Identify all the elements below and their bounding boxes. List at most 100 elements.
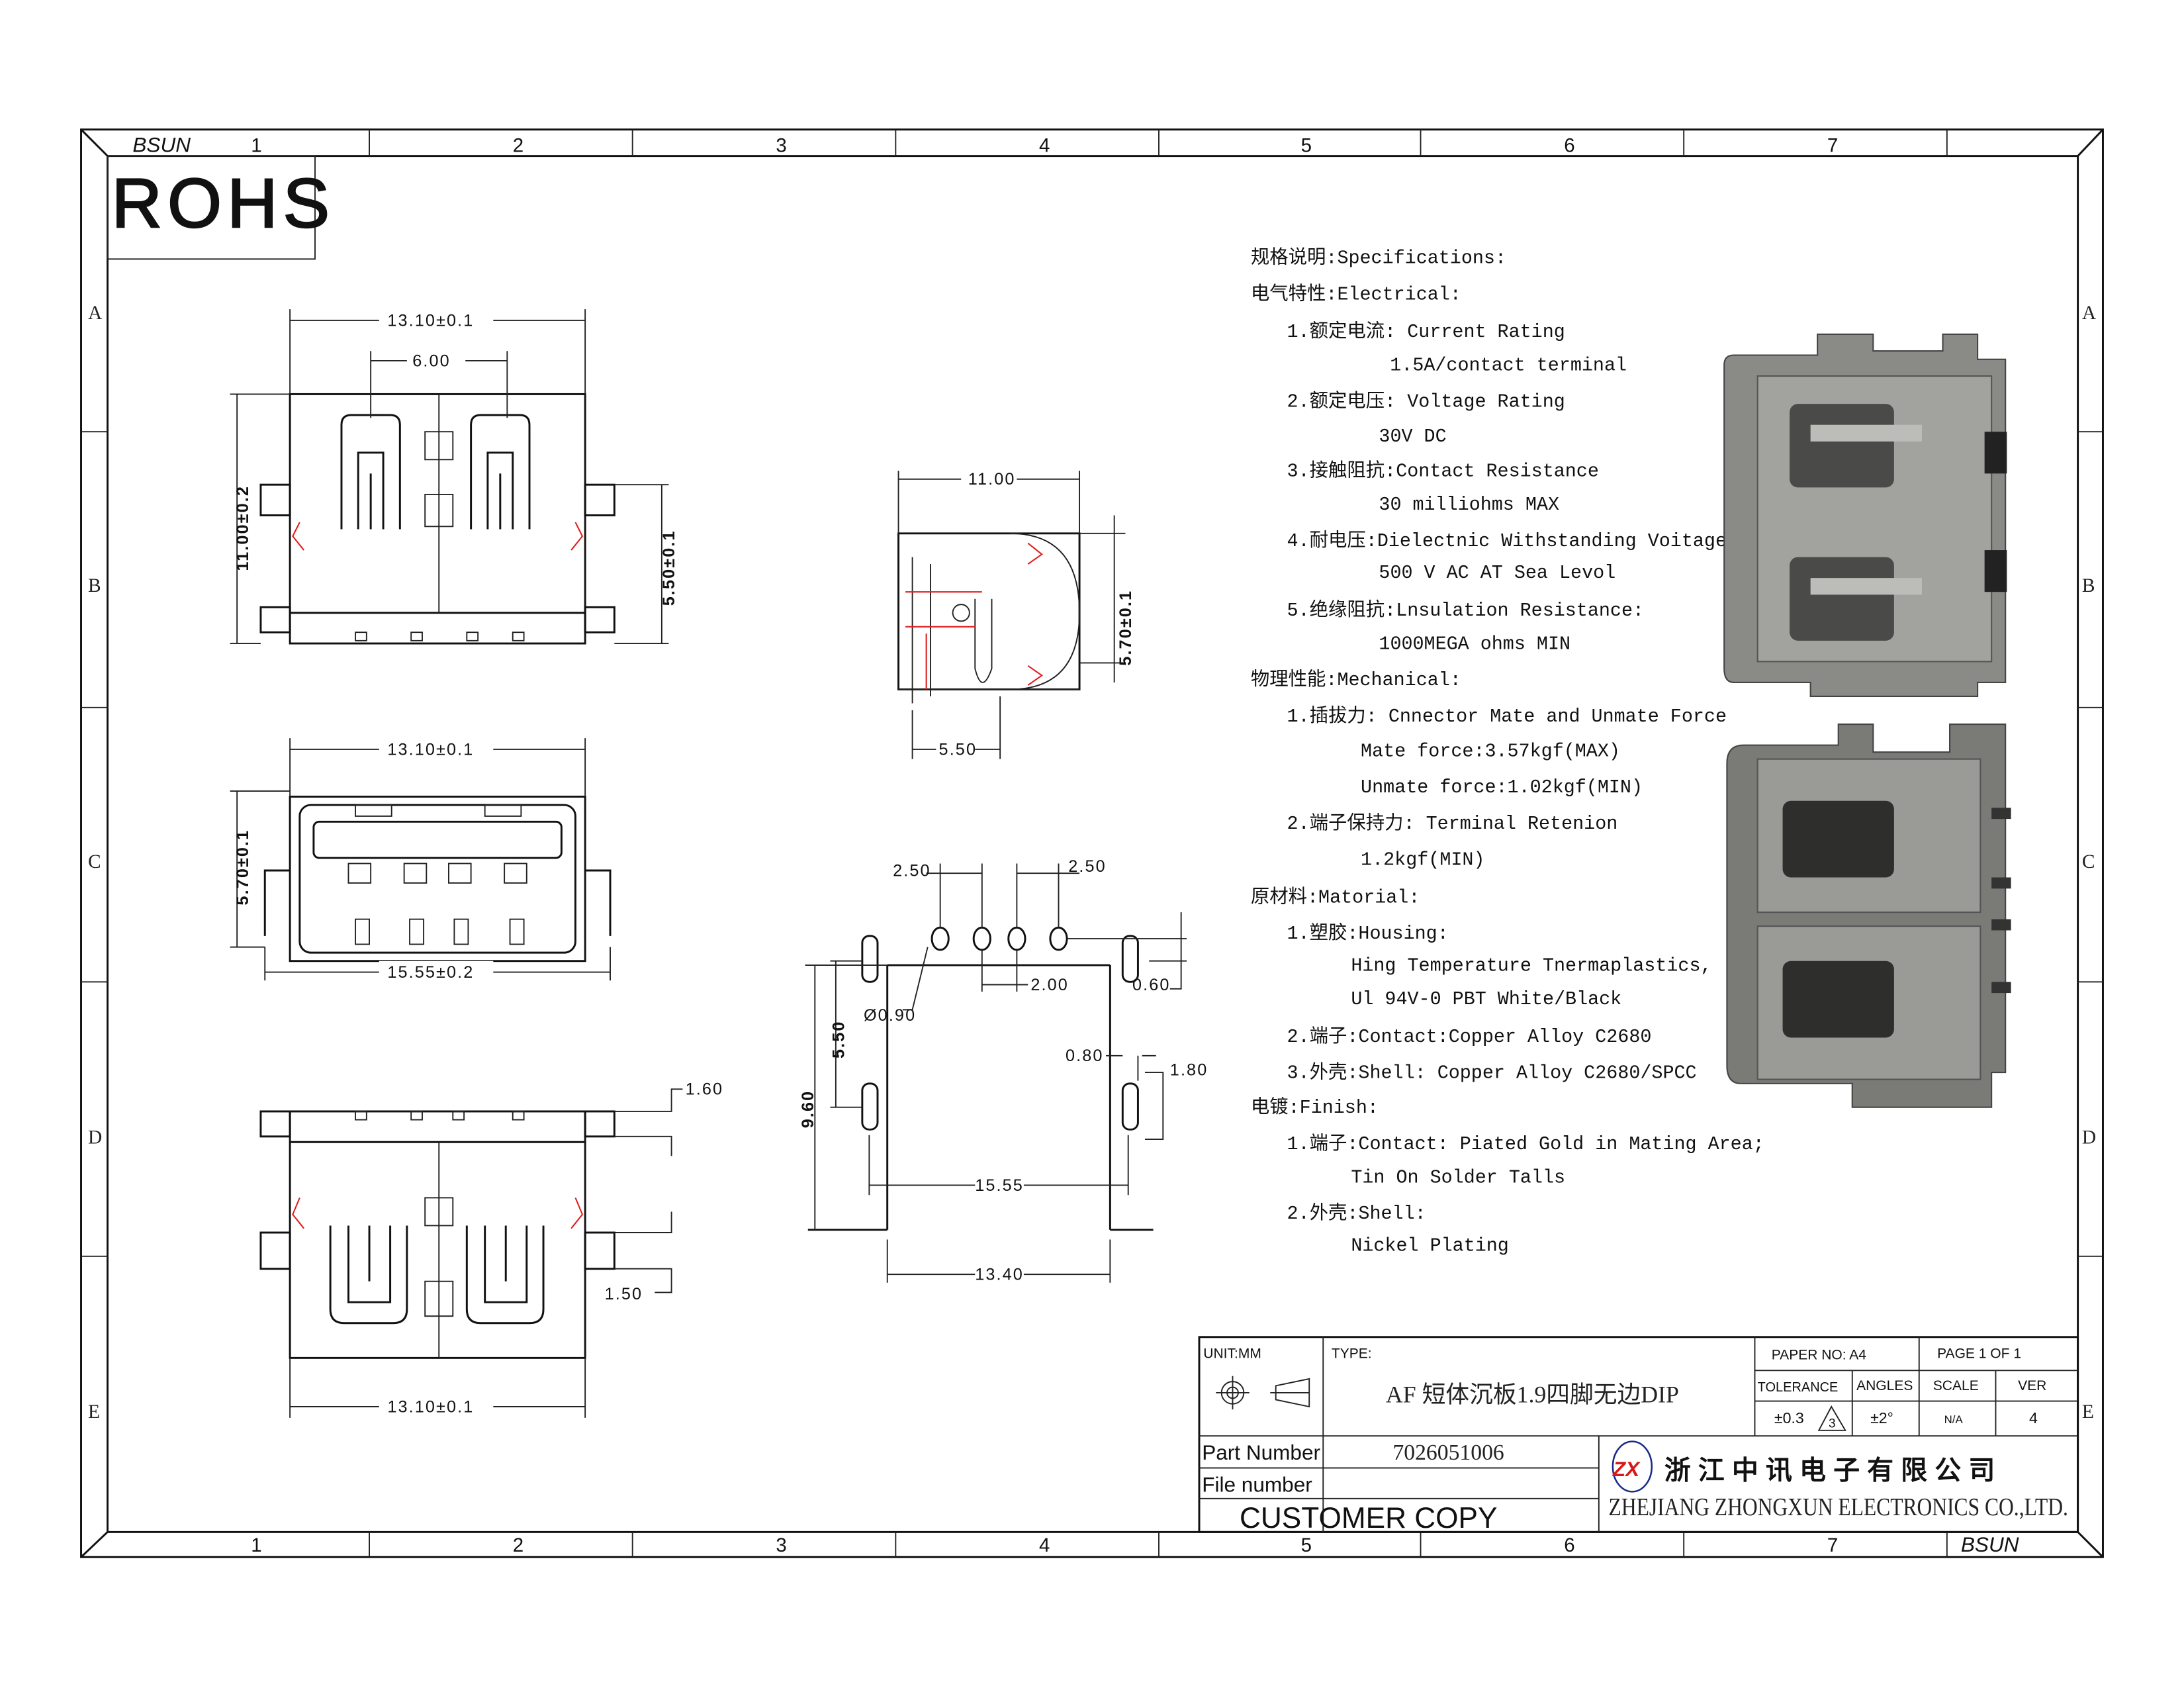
header-ver: VER <box>2018 1378 2046 1393</box>
part-number-value: 7026051006 <box>1392 1440 1504 1465</box>
dim-label: 13.40 <box>975 1266 1024 1284</box>
spec-line: 3.外壳:Shell: Copper Alloy C2680/SPCC <box>1287 1061 1697 1084</box>
product-photo-bottom <box>1726 724 2011 1108</box>
spec-line: 1000MEGA ohms MIN <box>1379 633 1570 655</box>
col-label: 3 <box>776 1534 786 1556</box>
dim-label: 11.00 <box>968 470 1016 489</box>
tolerance-class-triangle-icon <box>1817 1405 1846 1431</box>
front-view: 13.10±0.1 5.70±0.1 15.55±0.2 <box>230 738 612 984</box>
spec-line: 2.外壳:Shell: <box>1287 1202 1426 1225</box>
col-label: 4 <box>1039 1534 1050 1556</box>
dim-label: 1.80 <box>1170 1060 1208 1079</box>
dim-label: 5.70±0.1 <box>234 829 252 906</box>
dim-label: 13.10±0.1 <box>387 311 474 330</box>
side-view: 11.00 5.50 5.70±0.1 <box>897 467 1135 761</box>
spec-line: 1.塑胶:Housing: <box>1287 922 1449 945</box>
col-label: 4 <box>1039 134 1050 156</box>
row-label: E <box>2082 1401 2094 1423</box>
unit-label: UNIT:MM <box>1203 1346 1261 1361</box>
spec-line: 1.端子:Contact: Piated Gold in Mating Area… <box>1287 1133 1764 1155</box>
svg-text:ROHS: ROHS <box>112 165 336 242</box>
tolerance-value: ±0.3 <box>1774 1409 1804 1427</box>
header-scale: SCALE <box>1933 1378 1979 1393</box>
header-tolerance: TOLERANCE <box>1758 1380 1839 1395</box>
spec-line: 500 V AC AT Sea Levol <box>1379 562 1615 584</box>
svg-text:ZX: ZX <box>1612 1457 1641 1481</box>
spec-line: 4.耐电压:Dielectnic Withstanding Voitage: <box>1287 530 1738 552</box>
col-label: 2 <box>513 1534 523 1556</box>
type-label: TYPE: <box>1332 1346 1372 1361</box>
spec-line: 1.插拔力: Cnnector Mate and Unmate Force <box>1287 705 1727 727</box>
angles-value: ±2° <box>1870 1409 1893 1427</box>
col-label: 7 <box>1827 1534 1838 1556</box>
dim-label: 15.55 <box>975 1176 1024 1195</box>
spec-line: 30 milliohms MAX <box>1379 494 1559 516</box>
spec-heading: 原材料:Matorial: <box>1251 886 1420 908</box>
dim-label: 11.00±0.2 <box>234 485 252 571</box>
title-block: UNIT:MM TYPE: AF 短体沉板1.9四脚无边DIP PAPER NO… <box>1198 1336 2079 1534</box>
row-label: D <box>88 1127 102 1148</box>
dim-label: 5.70±0.1 <box>1116 590 1135 666</box>
customer-copy-label: CUSTOMER COPY <box>1240 1502 1497 1534</box>
spec-line: Ul 94V-0 PBT White/Black <box>1351 988 1621 1010</box>
col-label: 6 <box>1564 134 1574 156</box>
dim-label: 2.00 <box>1030 976 1069 994</box>
brand-bottom: BSUN <box>1961 1532 2019 1556</box>
spec-line: 2.端子保持力: Terminal Retenion <box>1287 812 1618 835</box>
spec-line: 1.5A/contact terminal <box>1390 355 1627 377</box>
dim-label: 5.50 <box>829 1020 848 1058</box>
dim-label: 1.60 <box>686 1080 724 1099</box>
spec-line: 5.绝缘阻抗:Lnsulation Resistance: <box>1287 599 1645 622</box>
company-logo: ZX <box>1612 1440 1653 1493</box>
page-number: PAGE 1 OF 1 <box>1937 1346 2021 1361</box>
row-label: D <box>2082 1127 2096 1148</box>
spec-line: Nickel Plating <box>1351 1235 1509 1256</box>
spec-line: 1.2kgf(MIN) <box>1361 849 1484 871</box>
row-label: B <box>2082 575 2095 596</box>
product-photo-top <box>1723 333 2007 698</box>
header-angles: ANGLES <box>1856 1378 1913 1393</box>
spec-line: 2.额定电压: Voltage Rating <box>1287 390 1565 412</box>
scale-value: N/A <box>1944 1413 1964 1426</box>
paper-no: PAPER NO: A4 <box>1772 1347 1867 1362</box>
spec-heading: 物理性能:Mechanical: <box>1251 669 1461 691</box>
company-name-en: ZHEJIANG ZHONGXUN ELECTRONICS CO.,LTD. <box>1609 1493 2068 1521</box>
dim-label: 0.60 <box>1132 976 1171 994</box>
row-label: A <box>2082 303 2097 324</box>
drawing-frame: BSUN BSUN 1 2 3 4 5 6 7 1 2 3 4 5 6 7 A … <box>80 128 2104 1558</box>
row-label: B <box>88 575 101 596</box>
dim-label: 15.55±0.2 <box>387 963 474 982</box>
row-label: C <box>88 851 101 872</box>
col-label: 7 <box>1827 134 1838 156</box>
row-label: C <box>2082 851 2095 872</box>
tolerance-class: 3 <box>1829 1417 1836 1431</box>
spec-line: 2.端子:Contact:Copper Alloy C2680 <box>1287 1025 1652 1048</box>
pcb-layout-view: 2.50 2.50 2.00 Ø0.90 0.60 0.80 1.80 9.60… <box>799 857 1208 1284</box>
dim-label: 5.50±0.1 <box>660 530 678 606</box>
part-number-label: Part Number <box>1202 1440 1320 1464</box>
spec-line: Unmate force:1.02kgf(MIN) <box>1361 776 1643 798</box>
col-label: 5 <box>1301 134 1312 156</box>
spec-line: 1.额定电流: Current Rating <box>1287 320 1565 343</box>
dim-label: 13.10±0.1 <box>387 740 474 759</box>
col-label: 1 <box>251 1534 261 1556</box>
spec-line: 30V DC <box>1379 426 1446 447</box>
projection-symbol-icon <box>1216 1376 1310 1410</box>
dim-label: 1.50 <box>605 1285 643 1303</box>
spec-line: Hing Temperature Tnermaplastics, <box>1351 955 1711 976</box>
dim-label: 13.10±0.1 <box>387 1397 474 1416</box>
dim-label: 2.50 <box>1068 857 1107 876</box>
col-label: 2 <box>513 134 523 156</box>
dim-label: 5.50 <box>939 740 978 759</box>
dim-label: Ø0.90 <box>864 1006 916 1025</box>
dim-label: 2.50 <box>893 861 931 880</box>
row-label: E <box>88 1401 100 1423</box>
spec-heading: 规格说明:Specifications: <box>1251 247 1506 269</box>
top-view: 13.10±0.1 6.00 11.00±0.2 5.50±0.1 <box>230 309 678 645</box>
ver-value: 4 <box>2029 1409 2038 1427</box>
col-label: 6 <box>1564 1534 1574 1556</box>
col-label: 5 <box>1301 1534 1312 1556</box>
col-label: 3 <box>776 134 786 156</box>
spec-heading: 电气特性:Electrical: <box>1251 283 1461 305</box>
